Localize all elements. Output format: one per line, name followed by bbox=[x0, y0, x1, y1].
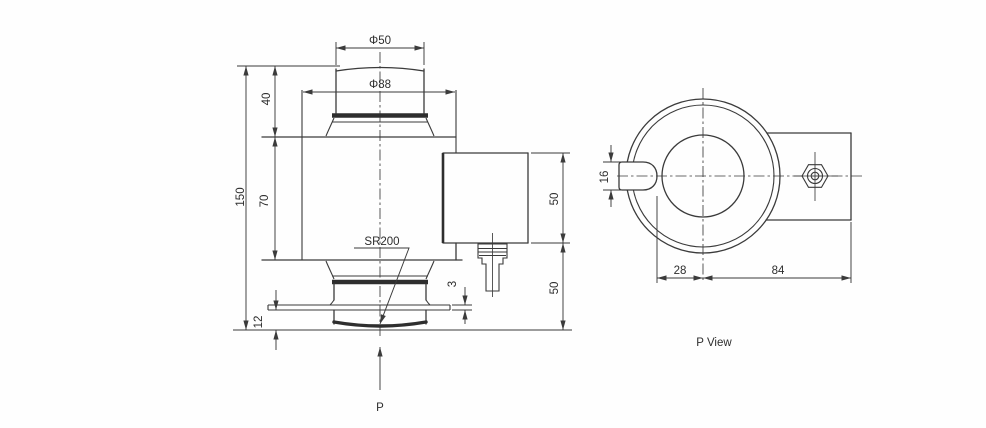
dim-70-label: 70 bbox=[259, 195, 271, 208]
p-view-centerlines bbox=[617, 88, 862, 283]
p-view-dimensions: 16 28 84 bbox=[599, 145, 852, 283]
dim-50-upper-label: 50 bbox=[549, 193, 561, 206]
dim-phi50-label: Φ50 bbox=[369, 35, 391, 47]
connector-hex bbox=[794, 152, 838, 201]
dim-12-label: 12 bbox=[253, 316, 265, 329]
shim-plate bbox=[267, 304, 451, 311]
dim-16-label: 16 bbox=[599, 171, 611, 184]
junction-box-front bbox=[441, 152, 529, 244]
dim-40-label: 40 bbox=[261, 93, 273, 106]
front-view-outline bbox=[233, 66, 572, 331]
cable-gland bbox=[477, 233, 508, 297]
front-view-dimensions: Φ50 Φ88 150 40 70 12 3 bbox=[235, 35, 570, 350]
dim-28-label: 28 bbox=[674, 265, 687, 277]
sr200-label: SR200 bbox=[364, 236, 399, 248]
p-view-caption: P View bbox=[696, 337, 732, 349]
load-arrow: P bbox=[376, 347, 384, 414]
dim-50-lower-label: 50 bbox=[549, 282, 561, 295]
dim-150-label: 150 bbox=[235, 187, 247, 206]
top-button-sphere-surface bbox=[335, 66, 425, 72]
junction-box-plan bbox=[765, 132, 852, 221]
p-view: 16 28 84 P View bbox=[599, 88, 862, 349]
dim-3-label: 3 bbox=[447, 281, 459, 287]
front-view: Φ50 Φ88 150 40 70 12 3 bbox=[233, 35, 572, 414]
dim-84-label: 84 bbox=[772, 265, 785, 277]
load-p-label: P bbox=[376, 402, 384, 414]
bottom-sphere-surface bbox=[332, 320, 428, 328]
dim-phi88-label: Φ88 bbox=[369, 79, 391, 91]
